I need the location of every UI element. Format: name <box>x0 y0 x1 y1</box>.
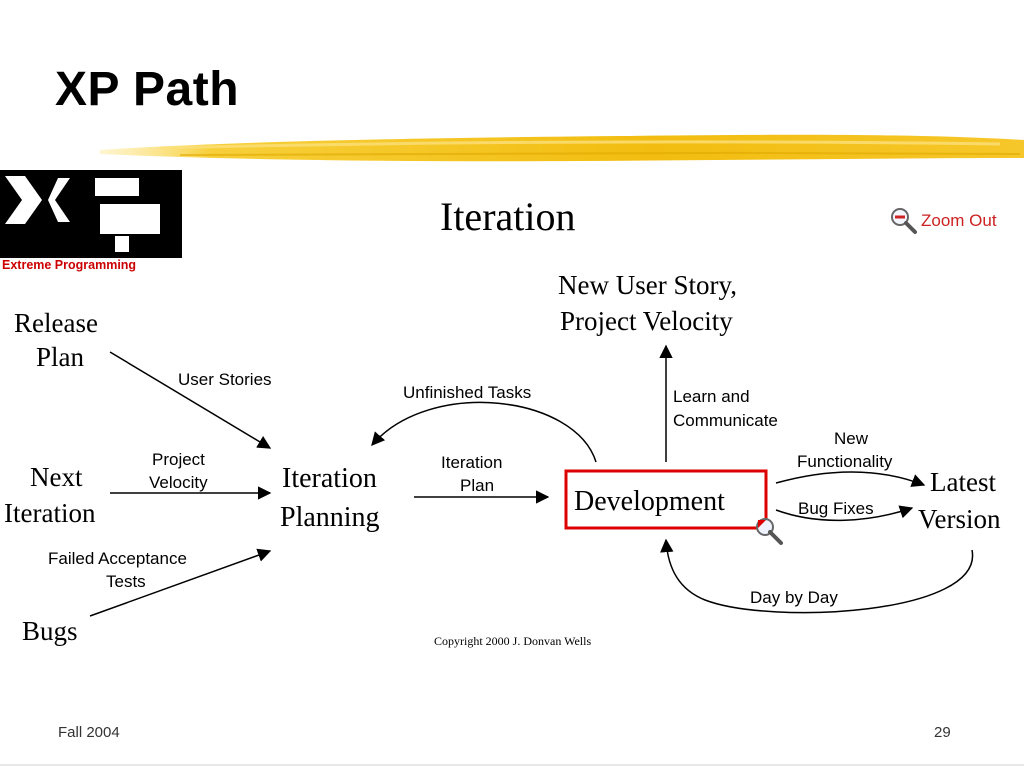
arrow-bug-fixes <box>775 505 914 522</box>
label-new-functionality: New Functionality <box>797 429 893 471</box>
svg-text:Iteration: Iteration <box>441 453 502 472</box>
label-failed-acceptance-tests: Failed Acceptance Tests <box>48 549 187 591</box>
footer-divider <box>0 764 1024 766</box>
svg-text:Communicate: Communicate <box>673 411 778 430</box>
zoom-in-icon[interactable] <box>756 518 783 545</box>
svg-text:Iteration: Iteration <box>4 498 96 528</box>
zoom-out-button[interactable]: Zoom Out <box>888 206 997 236</box>
page-number: 29 <box>934 724 951 741</box>
svg-text:Development: Development <box>574 486 725 517</box>
node-iteration-planning: Iteration Planning <box>280 463 380 533</box>
svg-text:Functionality: Functionality <box>797 452 893 471</box>
node-bugs: Bugs <box>22 616 78 646</box>
svg-text:Plan: Plan <box>36 342 85 372</box>
arrow-unfinished-tasks <box>371 401 597 463</box>
arrow-release-plan-to-planning <box>109 351 272 449</box>
svg-text:Failed Acceptance: Failed Acceptance <box>48 549 187 568</box>
svg-text:Velocity: Velocity <box>149 473 208 492</box>
footer-date: Fall 2004 <box>58 724 120 741</box>
yellow-brush-divider <box>100 134 1024 162</box>
copyright-text: Copyright 2000 J. Donvan Wells <box>434 634 591 648</box>
zoom-out-label: Zoom Out <box>921 211 997 230</box>
svg-text:Release: Release <box>14 308 98 338</box>
svg-text:Version: Version <box>918 504 1001 534</box>
svg-text:New: New <box>834 429 869 448</box>
label-user-stories: User Stories <box>178 370 272 389</box>
label-learn-and-communicate: Learn and Communicate <box>673 387 778 430</box>
svg-text:Next: Next <box>30 462 83 492</box>
label-day-by-day: Day by Day <box>750 588 838 607</box>
svg-text:Latest: Latest <box>930 467 996 497</box>
svg-text:Learn and: Learn and <box>673 387 750 406</box>
label-unfinished-tasks: Unfinished Tasks <box>403 383 531 402</box>
node-new-user-story: New User Story, Project Velocity <box>558 270 737 336</box>
iteration-diagram: Iteration Release Plan Next Iteration Bu… <box>4 194 1001 648</box>
svg-text:Plan: Plan <box>460 476 494 495</box>
diagram-title: Iteration <box>440 194 576 239</box>
arrow-new-functionality <box>775 471 926 487</box>
magnifier-minus-icon <box>891 208 917 234</box>
svg-text:Planning: Planning <box>280 502 380 533</box>
xp-logo: Extreme Programming <box>0 170 182 272</box>
label-iteration-plan: Iteration Plan <box>441 453 502 495</box>
logo-caption: Extreme Programming <box>2 258 136 272</box>
arrow-bugs-to-planning <box>89 548 272 617</box>
svg-text:New User Story,: New User Story, <box>558 270 737 300</box>
node-development[interactable]: Development <box>564 469 768 530</box>
node-latest-version: Latest Version <box>918 467 1001 534</box>
arrow-day-by-day <box>660 538 973 614</box>
svg-text:Project Velocity: Project Velocity <box>560 306 733 336</box>
svg-text:Project: Project <box>152 450 205 469</box>
node-next-iteration: Next Iteration <box>4 462 96 528</box>
label-project-velocity: Project Velocity <box>149 450 208 492</box>
svg-text:Iteration: Iteration <box>282 463 377 494</box>
svg-text:Tests: Tests <box>106 572 146 591</box>
label-bug-fixes: Bug Fixes <box>798 499 874 518</box>
slide-title: XP Path <box>55 63 240 116</box>
node-release-plan: Release Plan <box>14 308 98 372</box>
